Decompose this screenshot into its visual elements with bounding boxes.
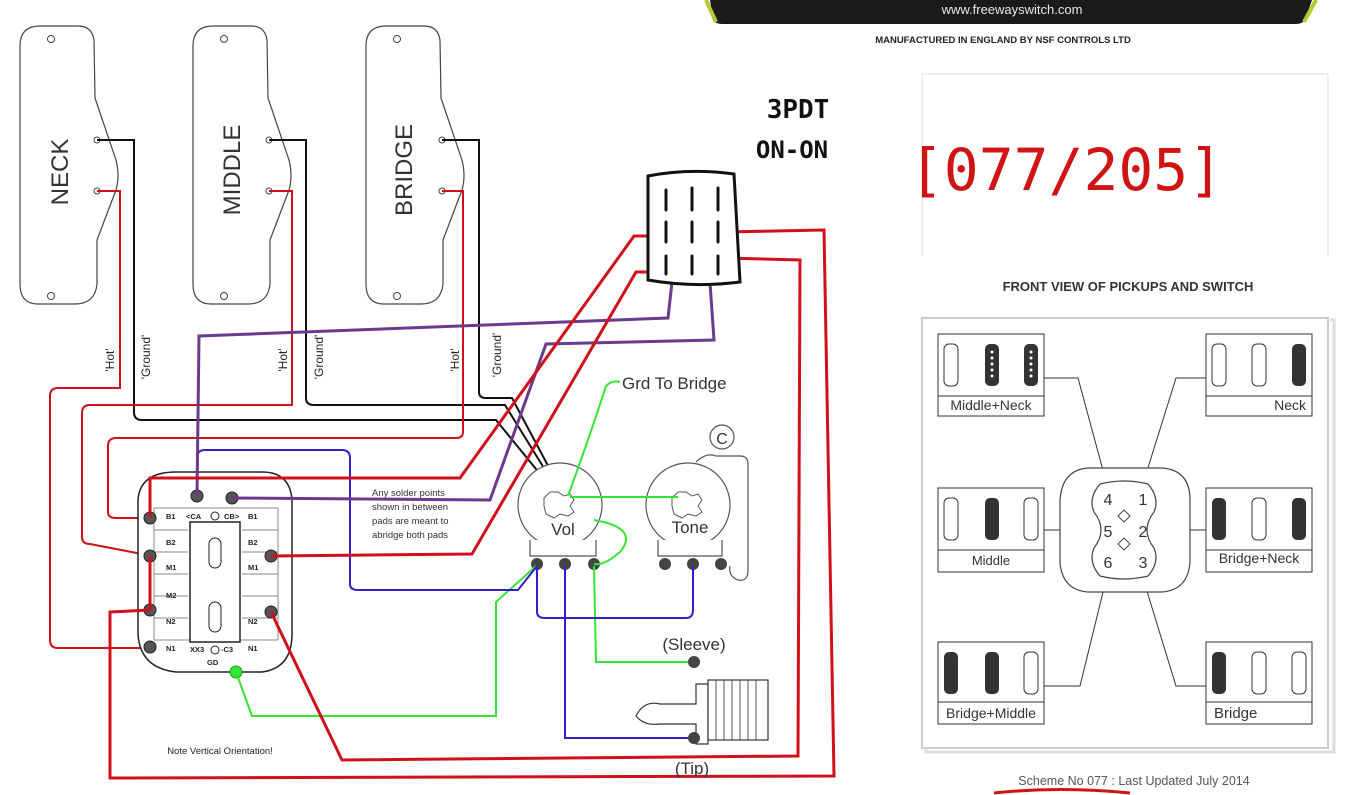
- selector-number-4: 4: [1104, 492, 1113, 509]
- position-bridge-neck: Bridge+Neck: [1205, 487, 1313, 573]
- switch-3pdt-label: 3PDT: [767, 95, 830, 125]
- position-bridge-middle: Bridge+Middle: [937, 641, 1045, 725]
- sleeve-label: (Sleeve): [662, 635, 725, 654]
- pad-ground: GD: [207, 658, 219, 667]
- pad-bottom-2: -C3: [221, 645, 233, 654]
- solder-note: Any solder points shown in between pads …: [372, 488, 449, 541]
- position-label-middle: Middle: [972, 553, 1010, 568]
- volume-pot: Vol: [517, 462, 603, 570]
- website-url: www.freewayswitch.com: [941, 2, 1083, 17]
- pad-top-4: B1: [248, 512, 258, 521]
- position-label-bridge-neck: Bridge+Neck: [1219, 550, 1301, 566]
- pad-left-5: N1: [166, 644, 176, 653]
- pickup-middle: MIDDLE: [192, 25, 292, 305]
- selector-number-6: 6: [1104, 555, 1113, 572]
- position-label-bridge-middle: Bridge+Middle: [946, 705, 1036, 721]
- pickup-label-middle: MIDDLE: [219, 125, 246, 216]
- front-view-panel: 4 1 5 2 6 3 Middle+Neck Neck: [921, 317, 1336, 754]
- scheme-footer: Scheme No 077 : Last Updated July 2014: [1018, 774, 1249, 788]
- pad-right-1: B2: [248, 538, 258, 547]
- position-bridge: Bridge: [1205, 641, 1313, 725]
- pad-left-2: M1: [166, 563, 176, 572]
- pad-right-2: M1: [248, 563, 258, 572]
- pad-left-4: N2: [166, 617, 176, 626]
- pickup-neck: NECK: [19, 25, 119, 305]
- tone-label: Tone: [672, 518, 709, 537]
- ground-to-bridge-label: Grd To Bridge: [622, 374, 727, 393]
- selector-number-3: 3: [1139, 555, 1148, 572]
- position-label-bridge: Bridge: [1214, 705, 1257, 722]
- front-view-title: FRONT VIEW OF PICKUPS AND SWITCH: [1003, 279, 1254, 294]
- solder-note-line-3: pads are meant to: [372, 516, 449, 527]
- selector-number-2: 2: [1139, 524, 1148, 541]
- ground-label-bridge: 'Ground': [490, 333, 504, 378]
- volume-label: Vol: [551, 520, 575, 539]
- selector-number-1: 1: [1139, 492, 1148, 509]
- green-wires: [235, 380, 694, 717]
- switch-3pdt: 3PDT ON-ON: [646, 95, 830, 287]
- pad-left-1: B2: [166, 538, 176, 547]
- pad-bottom-1: XX3: [190, 645, 204, 654]
- position-label-middle-neck: Middle+Neck: [950, 397, 1032, 413]
- red-wires: [108, 228, 836, 780]
- pad-top-2: <CA: [186, 512, 202, 521]
- position-neck: Neck: [1205, 333, 1313, 417]
- solder-note-line-4: abridge both pads: [372, 530, 448, 541]
- pad-right-3: N2: [248, 617, 258, 626]
- freeway-switch: B1 <CA CB> B1 B2 M1 M2 N2 N1 B2 M1 N2 N1…: [137, 471, 293, 757]
- pad-right-4: N1: [248, 644, 258, 653]
- hot-label-neck: 'Hot': [103, 348, 117, 371]
- pickup-label-neck: NECK: [47, 139, 74, 206]
- code-box: [077/205]: [909, 73, 1329, 256]
- pickup-label-bridge: BRIDGE: [391, 124, 418, 216]
- pad-top-1: B1: [166, 512, 176, 521]
- manufacturer-text: MANUFACTURED IN ENGLAND BY NSF CONTROLS …: [875, 35, 1131, 46]
- tip-label: (Tip): [675, 759, 709, 778]
- hot-label-bridge: 'Hot': [448, 348, 462, 371]
- solder-note-line-1: Any solder points: [372, 488, 445, 499]
- tone-pot: Tone C: [645, 424, 749, 581]
- hot-label-middle: 'Hot': [276, 348, 290, 371]
- position-label-neck: Neck: [1274, 397, 1307, 413]
- hot-wires-pickups: [49, 190, 464, 649]
- ground-label-middle: 'Ground': [312, 335, 326, 380]
- header-banner: www.freewayswitch.com MANUFACTURED IN EN…: [704, 0, 1318, 46]
- cap-label: C: [716, 431, 728, 448]
- switch-note: Note Vertical Orientation!: [167, 746, 273, 757]
- output-jack: (Sleeve) (Tip): [635, 635, 769, 778]
- position-middle: Middle: [937, 487, 1045, 573]
- handwritten-code: [077/205]: [909, 136, 1223, 204]
- solder-note-line-2: shown in between: [372, 502, 448, 513]
- pad-top-3: CB>: [224, 512, 240, 521]
- selector-number-5: 5: [1104, 524, 1113, 541]
- ground-label-neck: 'Ground': [139, 335, 153, 380]
- pad-left-3: M2: [166, 591, 176, 600]
- footer-underline: [993, 788, 1131, 795]
- ground-wires: [97, 139, 563, 497]
- pickup-bridge: BRIDGE: [365, 25, 465, 305]
- switch-on-on-label: ON-ON: [756, 136, 828, 164]
